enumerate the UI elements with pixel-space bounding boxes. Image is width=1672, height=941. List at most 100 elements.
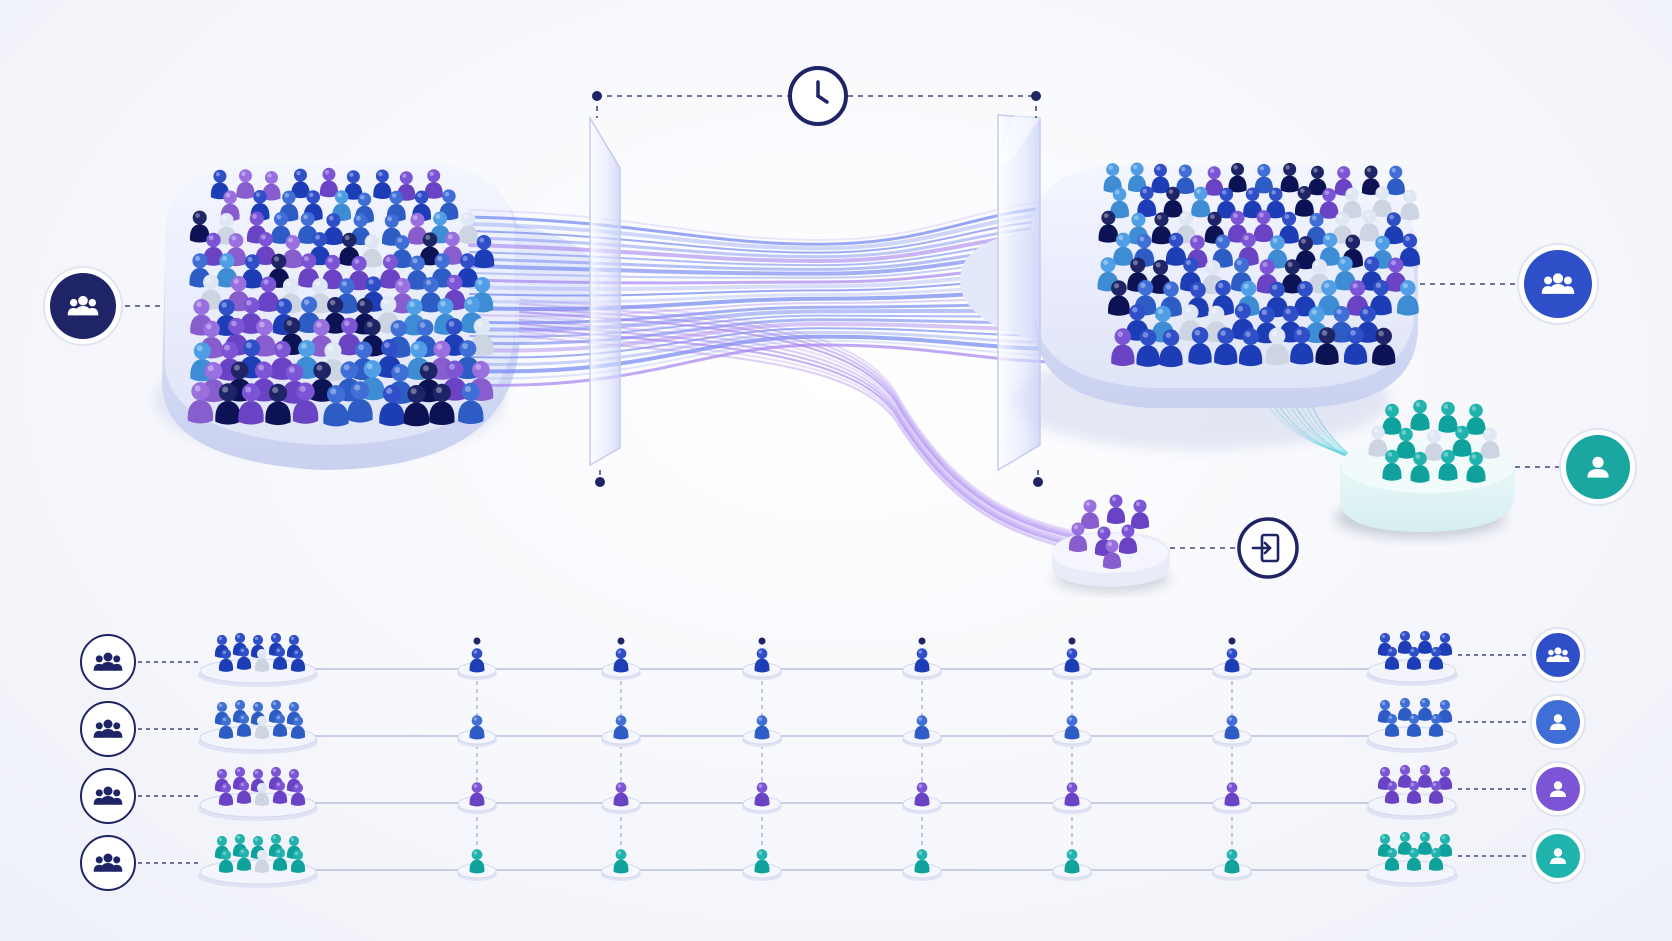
person-figure: [1437, 699, 1453, 723]
person-figure: [1205, 166, 1224, 196]
person-figure: [1417, 697, 1433, 721]
person-figure: [215, 383, 241, 425]
checkpoint-member: [742, 715, 782, 747]
row-start-cohort: [198, 632, 318, 687]
cohort-timeline-grid: [80, 627, 1586, 891]
person-figure: [272, 847, 288, 871]
person-figure: [1372, 327, 1396, 366]
person-figure: [403, 384, 430, 427]
person-figure: [469, 715, 485, 740]
person-figure: [236, 713, 252, 737]
checkpoint-member: [1052, 849, 1092, 881]
person-figure: [613, 782, 629, 807]
person-figure: [344, 170, 363, 200]
person-figure: [1127, 257, 1149, 292]
checkpoint-dot: [918, 637, 926, 645]
person-figure: [1127, 162, 1147, 193]
person-figure: [290, 849, 306, 873]
person-figure: [1254, 163, 1273, 194]
checkpoint-member: [457, 782, 497, 814]
checkpoint-member: [742, 782, 782, 814]
checkpoint-member: [1052, 715, 1092, 747]
person-figure: [236, 847, 252, 871]
person-figure: [246, 211, 267, 244]
churn-stream: [518, 298, 1092, 537]
person-figure: [1397, 831, 1413, 855]
row-start-cohort: [198, 766, 318, 821]
person-figure: [1417, 831, 1433, 855]
person-figure: [1159, 329, 1183, 368]
person-figure: [319, 167, 339, 198]
person-figure: [469, 782, 485, 807]
row-end-cohort: [1366, 831, 1458, 887]
person-figure: [1437, 632, 1453, 656]
person-figure: [236, 780, 252, 804]
checkpoint-member: [902, 715, 942, 747]
person-figure: [1238, 328, 1263, 367]
person-figure: [272, 646, 288, 670]
person-figure: [1151, 163, 1170, 194]
person-figure: [754, 782, 770, 807]
person-figure: [1330, 305, 1353, 343]
person-figure: [1243, 187, 1262, 219]
person-figure: [1397, 764, 1413, 788]
person-figure: [323, 213, 344, 246]
person-figure: [1466, 403, 1486, 435]
person-figure: [424, 169, 443, 199]
row-start-cohort: [198, 833, 318, 888]
retained-cohort-crowd: [1097, 162, 1420, 368]
person-figure: [1064, 648, 1080, 673]
row-cohort-users-icon: [80, 835, 136, 891]
person-figure: [914, 648, 930, 673]
person-figure: [1113, 232, 1134, 266]
checkpoint-member: [1052, 782, 1092, 814]
person-figure: [429, 383, 455, 426]
person-figure: [1224, 648, 1240, 673]
clock-icon: [788, 66, 848, 126]
person-figure: [1396, 280, 1419, 316]
row-end-cohort: [1366, 630, 1458, 686]
person-figure: [271, 212, 291, 244]
row-retained-user-icon: [1530, 828, 1586, 884]
person-figure: [1308, 165, 1327, 196]
person-figure: [754, 648, 770, 673]
person-figure: [1406, 646, 1422, 670]
person-figure: [403, 298, 426, 336]
checkpoint-member: [902, 849, 942, 881]
person-figure: [1216, 187, 1236, 219]
person-figure: [203, 232, 224, 266]
person-figure: [1410, 451, 1430, 483]
person-figure: [1151, 212, 1172, 245]
person-figure: [1384, 847, 1400, 871]
checkpoint-member: [742, 648, 782, 680]
person-figure: [1176, 164, 1195, 194]
destination-cohort-users-icon: [1517, 243, 1599, 325]
churn-stream: [518, 310, 1092, 543]
checkpoint-dot: [617, 637, 625, 645]
person-figure: [613, 849, 629, 874]
churn-stream: [518, 306, 1092, 541]
checkpoint-member: [601, 648, 641, 680]
person-figure: [1400, 189, 1420, 221]
person-figure: [1466, 451, 1486, 483]
person-figure: [1165, 232, 1187, 266]
person-figure: [373, 169, 392, 199]
person-figure: [379, 384, 405, 426]
person-figure: [458, 211, 479, 244]
person-figure: [290, 715, 306, 739]
person-figure: [1064, 849, 1080, 874]
checkpoint-member: [457, 849, 497, 881]
row-cohort-users-icon: [80, 701, 136, 757]
checkpoint-member: [1052, 648, 1092, 680]
person-figure: [1295, 236, 1316, 270]
person-figure: [458, 382, 484, 425]
person-figure: [406, 255, 428, 290]
churned-crowd: [1068, 494, 1150, 569]
person-figure: [257, 276, 280, 312]
checkpoint-member: [902, 782, 942, 814]
person-figure: [218, 849, 234, 873]
person-figure: [1137, 186, 1157, 217]
retention-window-gates: [589, 114, 1041, 472]
retained-segment-user-icon: [1559, 428, 1637, 506]
person-figure: [1382, 449, 1402, 481]
